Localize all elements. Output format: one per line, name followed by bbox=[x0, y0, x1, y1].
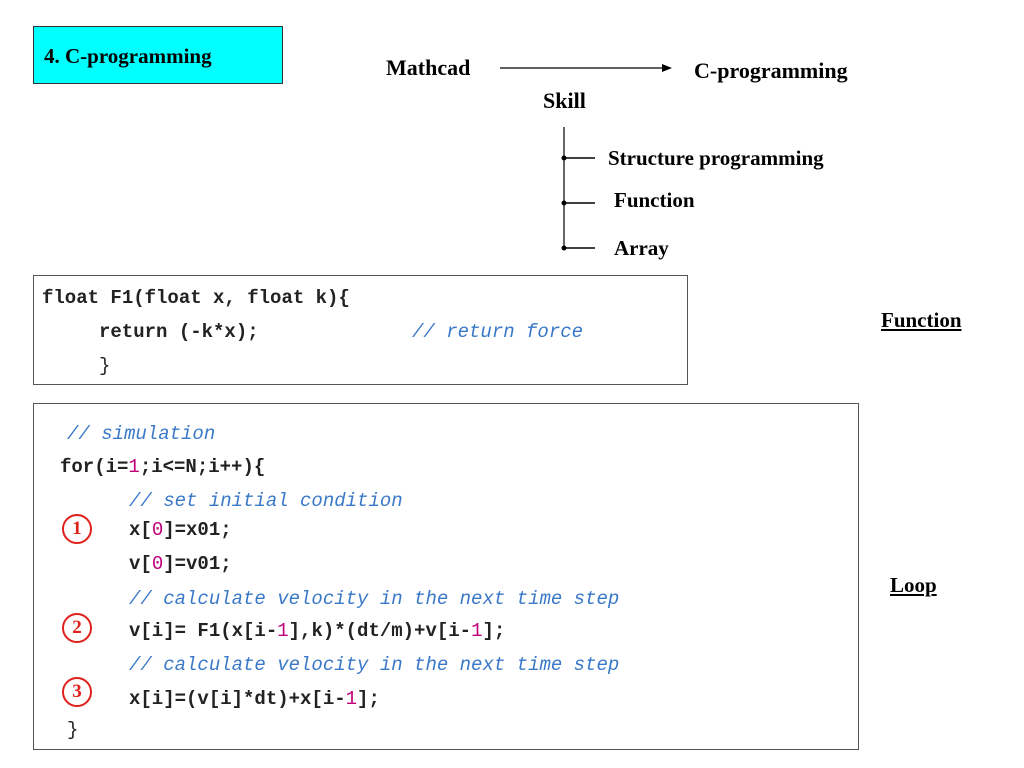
skill-label: Skill bbox=[543, 88, 586, 113]
code-comment: // simulation bbox=[67, 423, 216, 445]
code-line: } bbox=[99, 355, 111, 377]
step-marker-2: 2 bbox=[62, 613, 92, 643]
flow-arrow bbox=[500, 64, 672, 72]
skill-item-function: Function bbox=[614, 188, 695, 212]
skill-tree-lines bbox=[561, 127, 595, 251]
step-marker-1: 1 bbox=[62, 514, 92, 544]
code-line: v[0]=v01; bbox=[129, 553, 232, 575]
code-line: float F1(float x, float k){ bbox=[42, 287, 350, 309]
skill-item-structure: Structure programming bbox=[608, 146, 824, 170]
code-comment: // calculate velocity in the next time s… bbox=[129, 654, 620, 676]
code-comment: // set initial condition bbox=[129, 490, 403, 512]
title-box: 4. C-programming bbox=[33, 26, 283, 84]
function-label: Function bbox=[881, 308, 962, 332]
code-line: return (-k*x); bbox=[99, 321, 259, 343]
code-line: x[0]=x01; bbox=[129, 519, 232, 541]
step-marker-3: 3 bbox=[62, 677, 92, 707]
page-title: 4. C-programming bbox=[44, 44, 212, 68]
code-line: } bbox=[67, 719, 79, 741]
function-code-box: float F1(float x, float k){ return (-k*x… bbox=[33, 275, 688, 385]
skill-item-array: Array bbox=[614, 236, 669, 260]
code-comment: // calculate velocity in the next time s… bbox=[129, 588, 620, 610]
code-comment: // return force bbox=[412, 321, 584, 343]
code-line: x[i]=(v[i]*dt)+x[i-1]; bbox=[129, 688, 380, 710]
code-line: for(i=1;i<=N;i++){ bbox=[60, 456, 266, 478]
flow-from: Mathcad bbox=[386, 55, 471, 80]
loop-label: Loop bbox=[890, 573, 937, 597]
flow-to: C-programming bbox=[694, 58, 848, 83]
loop-code-box: // simulation for(i=1;i<=N;i++){ // set … bbox=[33, 403, 859, 750]
code-line: v[i]= F1(x[i-1],k)*(dt/m)+v[i-1]; bbox=[129, 620, 506, 642]
